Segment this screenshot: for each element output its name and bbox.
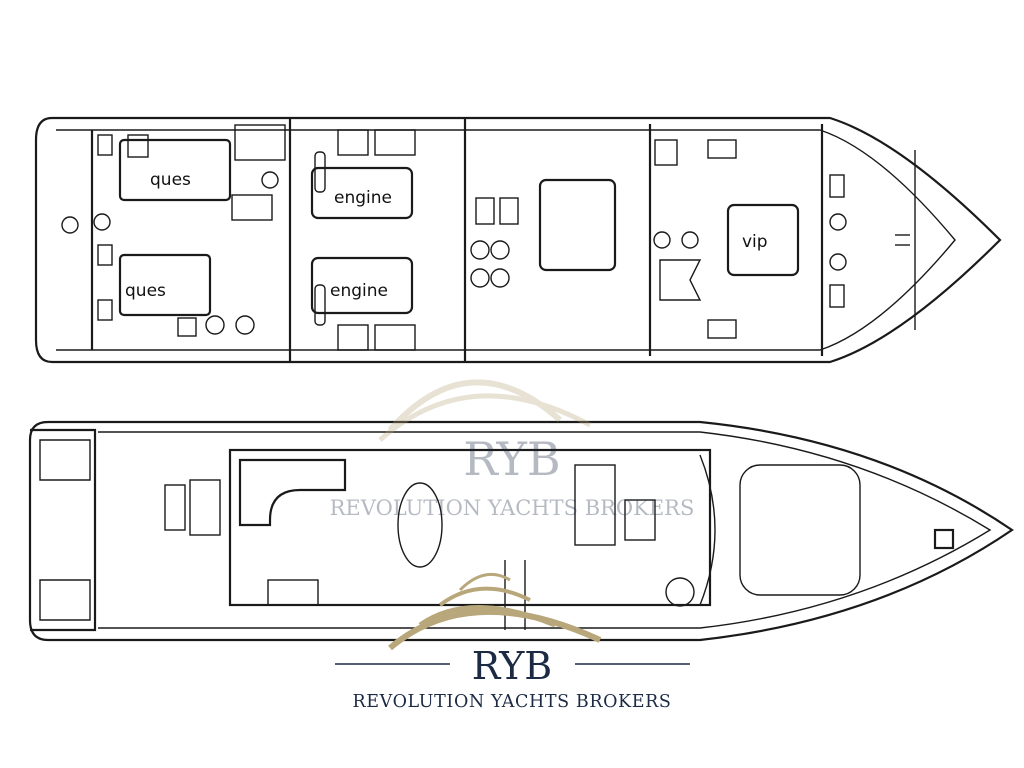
company-logo: RYB REVOLUTION YACHTS BROKERS [330,572,700,720]
engine-label: engine [334,188,392,208]
logo-monogram: RYB [472,644,552,688]
watermark: RYB REVOLUTION YACHTS BROKERS [330,379,695,520]
watermark-name: REVOLUTION YACHTS BROKERS [330,496,695,520]
lower-deck-plan: ques ques vip engine engine [34,116,1002,364]
engine-label: engine [330,281,388,301]
watermark-monogram: RYB [463,432,560,486]
cabin-label: vip [742,232,768,252]
cabin-label: ques [125,281,166,301]
cabin-label: ques [150,170,191,190]
logo-name: REVOLUTION YACHTS BROKERS [353,692,672,712]
main-deck-plan [28,420,1014,642]
